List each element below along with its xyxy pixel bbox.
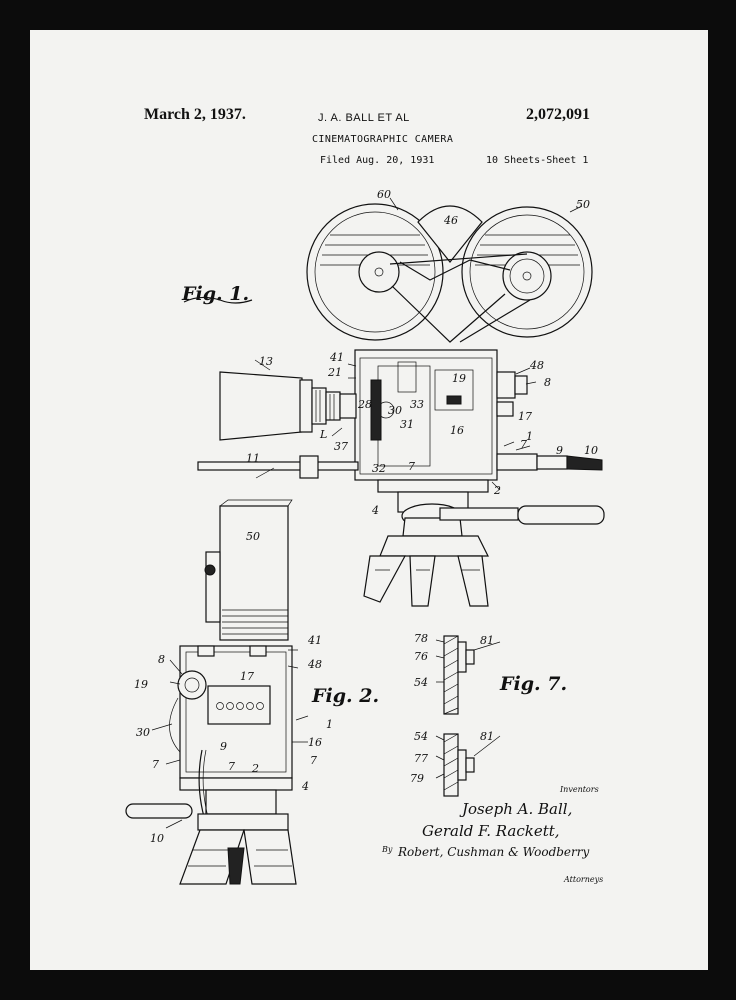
fig1-label-16: 16 (450, 424, 464, 437)
fig1-label-7a: 7 (408, 460, 415, 473)
patent-date: March 2, 1937. (144, 106, 246, 123)
signature-block: Inventors Joseph A. Ball, Gerald F. Rack… (381, 785, 603, 884)
fig1-label-7b: 7 (520, 438, 527, 451)
fig2-reference-numerals: 50 8 41 48 17 19 30 1 16 9 7 7 2 7 4 10 … (134, 530, 379, 845)
fig2-label-1: 1 (326, 718, 333, 731)
fig7-caption: Fig. 7. (499, 673, 567, 695)
fig1-label-28: 28 (357, 398, 372, 411)
fig1-label-30: 30 (388, 404, 402, 417)
fig1-caption: Fig. 1. (181, 283, 249, 305)
fig2-label-7a: 7 (152, 758, 159, 771)
fig7-label-78: 78 (414, 632, 428, 645)
fig1-reel-right (461, 206, 593, 338)
fig7-section-drawing (435, 635, 501, 797)
fig1-handle-grip (566, 455, 603, 471)
fig1-label-11: 11 (246, 452, 260, 465)
fig2-tripod-leg-right (243, 829, 297, 885)
inventor-signature-2: Gerald F. Rackett, (422, 822, 560, 840)
fig1-reel-left (306, 203, 444, 341)
fig1-label-48: 48 (529, 359, 544, 372)
sheet-count: 10 Sheets-Sheet 1 (486, 155, 589, 166)
fig1-label-31: 31 (400, 418, 414, 431)
fig1-label-10: 10 (584, 444, 598, 457)
fig1-label-60: 60 (377, 188, 391, 201)
attorneys-caption: Attorneys (563, 875, 603, 884)
fig2-label-7b: 7 (228, 760, 235, 773)
fig2-pan-handle (125, 803, 193, 819)
by-label: By (381, 845, 393, 854)
fig7-reference-numerals: 78 81 76 54 54 81 77 79 Fig. 7. (410, 632, 567, 785)
fig2-label-16: 16 (308, 736, 322, 749)
fig1-reference-numerals: 60 46 50 41 21 48 8 13 28 30 33 19 17 31… (181, 188, 598, 517)
fig1-label-33: 33 (410, 398, 424, 411)
attorneys-signature: Robert, Cushman & Woodberry (397, 845, 590, 859)
fig1-label-32: 32 (372, 462, 386, 475)
fig2-label-30: 30 (136, 726, 150, 739)
fig1-label-50: 50 (576, 198, 590, 211)
fig2-label-41: 41 (307, 634, 322, 647)
fig2-label-7c: 7 (310, 754, 317, 767)
fig7-label-81b: 81 (480, 730, 494, 743)
fig7-label-81a: 81 (480, 634, 494, 647)
fig1-magazine-dome (417, 205, 483, 263)
fig2-label-2: 2 (251, 762, 259, 775)
filed-date: Filed Aug. 20, 1931 (320, 155, 435, 166)
fig2-label-8: 8 (158, 653, 165, 666)
fig7-label-76: 76 (414, 650, 428, 663)
fig2-caption: Fig. 2. (311, 685, 379, 707)
patent-inventors: J. A. BALL ET AL (318, 112, 410, 124)
fig1-label-41: 41 (329, 351, 344, 364)
patent-sheet: March 2, 1937. J. A. BALL ET AL 2,072,09… (30, 30, 708, 970)
fig1-label-8: 8 (544, 376, 551, 389)
fig1-pan-handle (517, 505, 605, 525)
fig7-label-79: 79 (410, 772, 424, 785)
fig1-label-13: 13 (259, 355, 273, 368)
fig2-label-9: 9 (220, 740, 227, 753)
fig1-label-L: L (319, 428, 327, 441)
fig2-label-10: 10 (150, 832, 164, 845)
fig1-label-2: 2 (493, 484, 501, 497)
inventor-signature-1: Joseph A. Ball, (459, 800, 572, 818)
fig2-label-4: 4 (301, 780, 309, 793)
patent-number: 2,072,091 (526, 106, 590, 123)
inventors-caption: Inventors (559, 785, 599, 794)
fig1-label-17: 17 (518, 410, 532, 423)
fig2-label-50: 50 (246, 530, 260, 543)
fig1-label-21: 21 (327, 366, 342, 379)
fig2-camera-drawing (125, 499, 309, 885)
fig1-label-46: 46 (443, 214, 458, 227)
fig7-label-54a: 54 (414, 676, 428, 689)
fig1-label-1: 1 (526, 430, 533, 443)
patent-title: CINEMATOGRAPHIC CAMERA (312, 134, 454, 145)
fig1-tripod-head (379, 535, 489, 557)
fig2-label-17: 17 (240, 670, 254, 683)
fig7-label-77: 77 (414, 752, 428, 765)
fig1-label-9: 9 (556, 444, 563, 457)
fig1-lens-hood (219, 371, 303, 441)
fig1-support-rod (197, 461, 359, 471)
fig7-label-54b: 54 (414, 730, 428, 743)
fig2-tripod-leg-left (179, 829, 245, 885)
fig2-film-magazine (219, 505, 289, 641)
fig2-label-48: 48 (307, 658, 322, 671)
patent-drawing: 60 46 50 41 21 48 8 13 28 30 33 19 17 31… (125, 188, 605, 885)
fig1-camera-drawing (183, 197, 605, 607)
fig2-label-19: 19 (134, 678, 148, 691)
fig1-label-4: 4 (371, 504, 379, 517)
fig1-label-37: 37 (334, 440, 348, 453)
fig1-label-19: 19 (452, 372, 466, 385)
